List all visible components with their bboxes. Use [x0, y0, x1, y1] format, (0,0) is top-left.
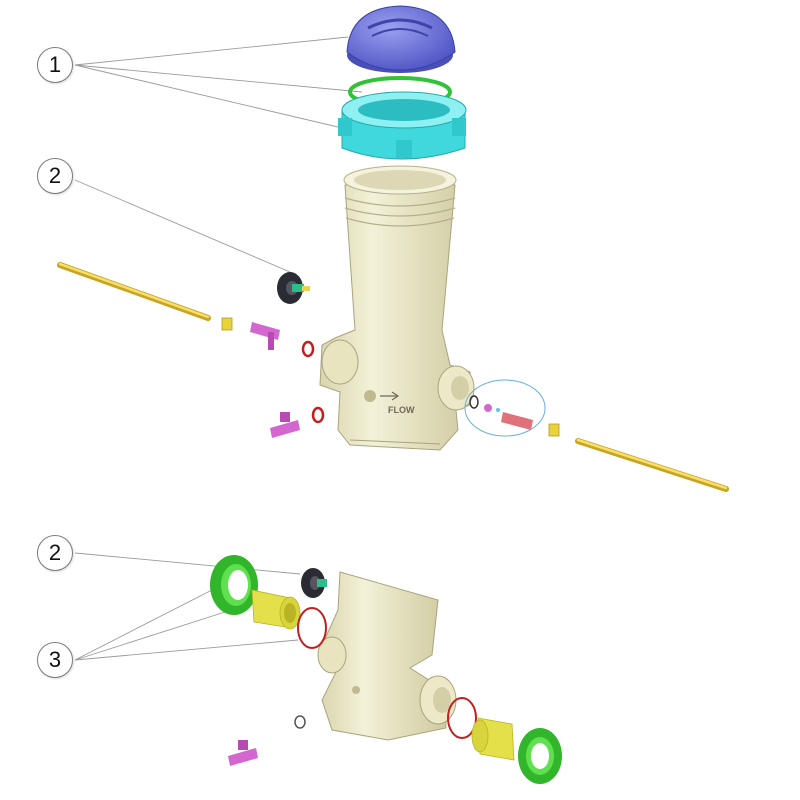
callout-3: 3 [37, 642, 73, 678]
cap-part [346, 5, 456, 73]
clip-right [548, 423, 560, 437]
o-ring-lower-big-left [297, 607, 327, 649]
flow-marking: FLOW [388, 405, 415, 415]
rod-right [575, 438, 729, 492]
canister-body: FLOW [319, 165, 475, 451]
clip-left [221, 317, 233, 331]
union-nut-left [210, 555, 258, 615]
valve-lower-bottom [228, 740, 258, 766]
small-washer-lower [294, 715, 306, 729]
lock-ring-part [338, 91, 467, 160]
union-nut-right [518, 728, 562, 784]
o-ring-right-small [469, 395, 479, 409]
check-valve-lower [301, 568, 327, 598]
o-ring-upper-left [301, 340, 315, 358]
callout-1: 1 [37, 47, 73, 83]
o-ring-lower-big-right [447, 697, 477, 739]
check-valve-upper [277, 272, 310, 304]
base-body-lower [317, 571, 457, 741]
dashed-group-outline [464, 379, 546, 437]
callout-2-top: 2 [37, 158, 73, 194]
valve-left-upper [250, 322, 280, 350]
union-tail-right [471, 717, 515, 761]
leader-lines [74, 36, 363, 661]
fitting-right [484, 404, 533, 430]
valve-left-lower [270, 412, 300, 438]
rod-left [57, 262, 211, 321]
o-ring-lower-left [311, 406, 325, 424]
union-tail-left [251, 589, 301, 630]
callout-2-bottom: 2 [37, 535, 73, 571]
